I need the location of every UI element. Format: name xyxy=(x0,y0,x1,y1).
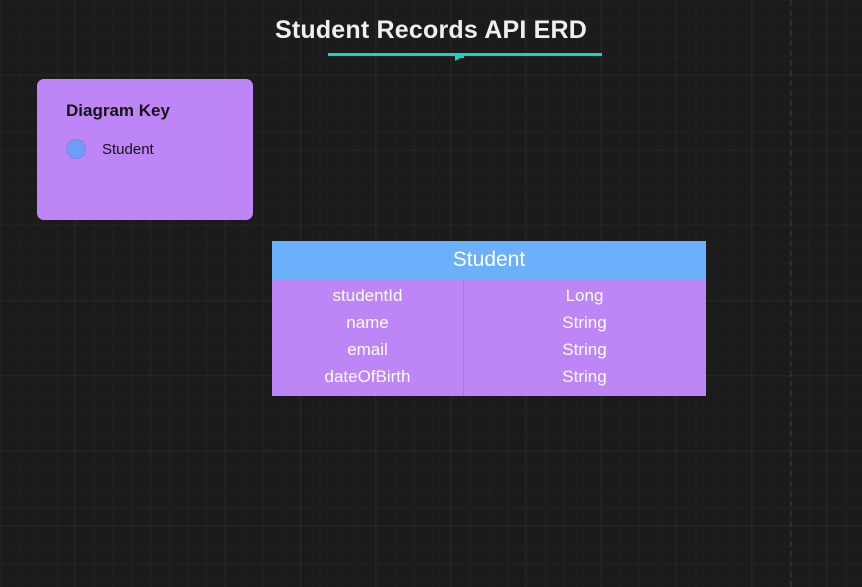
entity-column-divider xyxy=(463,279,464,396)
diagram-title-block: Student Records API ERD xyxy=(0,16,862,44)
table-row: email String xyxy=(272,336,706,363)
attribute-type: Long xyxy=(565,286,604,305)
canvas-guide-line-vertical xyxy=(790,0,792,587)
diagram-key-panel[interactable]: Diagram Key Student xyxy=(37,79,253,220)
diagram-key-heading: Diagram Key xyxy=(66,101,170,120)
legend-item-label: Student xyxy=(102,140,154,158)
attribute-field: dateOfBirth xyxy=(324,367,411,386)
attribute-field: name xyxy=(346,313,389,332)
legend-swatch-circle-icon xyxy=(66,139,86,159)
attribute-type: String xyxy=(562,340,607,359)
entity-student[interactable]: Student studentId Long name String email… xyxy=(272,241,706,396)
page-title: Student Records API ERD xyxy=(274,16,588,44)
legend-item-student[interactable]: Student xyxy=(66,139,154,159)
arrow-right-icon xyxy=(455,55,466,61)
table-row: name String xyxy=(272,309,706,336)
attribute-field: studentId xyxy=(332,286,403,305)
table-row: dateOfBirth String xyxy=(272,363,706,390)
entity-header-title: Student xyxy=(272,241,706,279)
table-row: studentId Long xyxy=(272,282,706,309)
attribute-type: String xyxy=(562,313,607,332)
attribute-type: String xyxy=(562,367,607,386)
attribute-field: email xyxy=(347,340,388,359)
title-underline xyxy=(328,53,602,56)
entity-attribute-list: studentId Long name String email String … xyxy=(272,279,706,396)
